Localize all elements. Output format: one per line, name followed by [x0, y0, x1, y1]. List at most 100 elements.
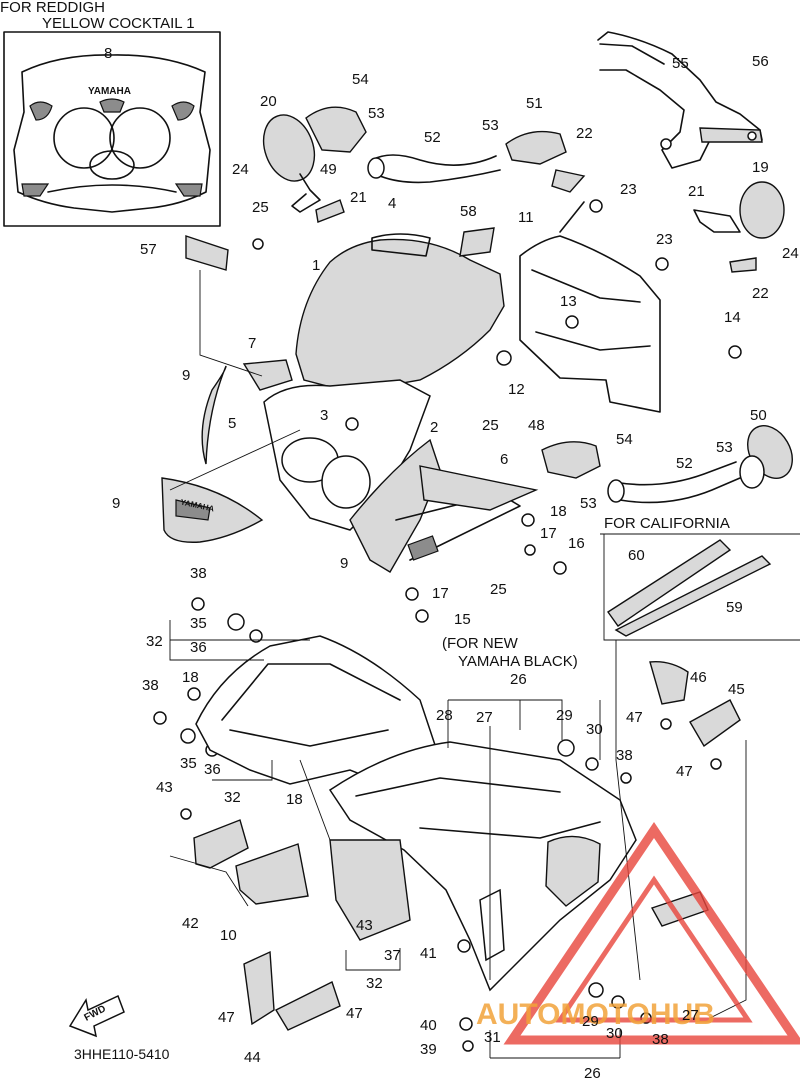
side-cover-pieces	[161, 359, 539, 543]
part-number-label: 13	[560, 293, 577, 310]
fasteners	[153, 199, 742, 1052]
part-number-label: 16	[568, 535, 585, 552]
part-number-label: 53	[716, 439, 733, 456]
note-reddigh-title: FOR REDDIGH	[0, 0, 105, 16]
part-number-label: 1	[312, 257, 321, 274]
part-number-label: 43	[356, 917, 373, 934]
part-number-label: 29	[556, 707, 573, 724]
part-number-label: 17	[432, 585, 449, 602]
part-number-label: 48	[528, 417, 545, 434]
upper-cowling	[263, 233, 521, 573]
lower-brackets	[193, 661, 741, 1031]
part-number-label: 47	[218, 1009, 235, 1026]
part-number-label: 18	[550, 503, 567, 520]
part-number-label: 37	[384, 947, 401, 964]
part-number-label: 32	[366, 975, 383, 992]
part-number-label: 9	[340, 555, 349, 572]
note-reddigh-color: YELLOW COCKTAIL 1	[42, 15, 195, 32]
part-number-label: 35	[190, 615, 207, 632]
fwd-arrow-icon	[68, 994, 125, 1038]
part-number-label: 53	[368, 105, 385, 122]
part-number-label: 56	[752, 53, 769, 70]
part-number-label: 43	[156, 779, 173, 796]
part-number-label: 40	[420, 1017, 437, 1034]
part-number-label: 26	[584, 1065, 601, 1082]
part-number-label: 35	[180, 755, 197, 772]
part-number-label: 44	[244, 1049, 261, 1066]
note-new-black-2: YAMAHA BLACK)	[458, 653, 578, 670]
part-number-label: 59	[726, 599, 743, 616]
part-number-label: 18	[286, 791, 303, 808]
part-number-label: 24	[782, 245, 799, 262]
note-new-black-1: (FOR NEW	[442, 635, 518, 652]
part-number-label: 21	[688, 183, 705, 200]
part-number-label: 38	[142, 677, 159, 694]
part-number-label: 14	[724, 309, 741, 326]
part-number-label: 9	[182, 367, 191, 384]
part-number-label: 7	[248, 335, 257, 352]
part-number-label: 27	[476, 709, 493, 726]
part-number-label: 21	[350, 189, 367, 206]
part-number-label: 41	[420, 945, 437, 962]
part-number-label: 38	[190, 565, 207, 582]
part-number-label: 53	[482, 117, 499, 134]
part-number-label: 8	[104, 45, 113, 62]
part-number-label: 10	[220, 927, 237, 944]
part-number-label: 15	[454, 611, 471, 628]
right-mirror	[693, 181, 785, 239]
part-number-label: 50	[750, 407, 767, 424]
part-number-label: 4	[388, 195, 397, 212]
part-number-label: 60	[628, 547, 645, 564]
part-number-label: 54	[616, 431, 633, 448]
part-number-label: 51	[526, 95, 543, 112]
part-number-label: 39	[420, 1041, 437, 1058]
part-number-label: 22	[752, 285, 769, 302]
part-number-label: 17	[540, 525, 557, 542]
brackets-small	[185, 169, 757, 273]
fairing-frame	[519, 201, 661, 413]
part-number-label: 5	[228, 415, 237, 432]
part-number-label: 36	[190, 639, 207, 656]
part-number-label: 57	[140, 241, 157, 258]
watermark-text: AUTOMOTOHUB	[476, 998, 715, 1031]
part-number-label: 30	[606, 1025, 623, 1042]
part-number-label: 3	[320, 407, 329, 424]
part-number-label: 30	[586, 721, 603, 738]
part-number-label: 38	[652, 1031, 669, 1048]
part-number-label: 31	[484, 1029, 501, 1046]
reference-lines	[169, 270, 747, 1059]
part-number-label: 55	[672, 55, 689, 72]
lower-cowling	[195, 635, 637, 992]
part-number-label: 45	[728, 681, 745, 698]
part-number-label: 20	[260, 93, 277, 110]
inset-logo: YAMAHA	[88, 86, 131, 97]
part-number-label: 32	[146, 633, 163, 650]
part-number-label: 58	[460, 203, 477, 220]
watermark-logo	[503, 821, 800, 1045]
left-mirror	[262, 114, 321, 213]
part-number-label: 47	[346, 1005, 363, 1022]
part-number-label: 47	[626, 709, 643, 726]
part-number-label: 22	[576, 125, 593, 142]
part-number-label: 53	[580, 495, 597, 512]
part-number-label: 19	[752, 159, 769, 176]
part-number-label: 46	[690, 669, 707, 686]
part-number-label: 25	[490, 581, 507, 598]
part-number-label: 29	[582, 1013, 599, 1030]
part-number-label: 42	[182, 915, 199, 932]
part-number-label: 27	[682, 1007, 699, 1024]
part-number-label: 23	[656, 231, 673, 248]
part-number-label: 6	[500, 451, 509, 468]
note-california: FOR CALIFORNIA	[604, 515, 730, 532]
part-number-label: 18	[182, 669, 199, 686]
part-number-label: 24	[232, 161, 249, 178]
california-parts	[600, 533, 800, 641]
part-number-label: 2	[430, 419, 439, 436]
part-number-label: 38	[616, 747, 633, 764]
air-ducts	[305, 106, 793, 504]
part-number-label: 11	[518, 209, 534, 226]
part-number-label: 28	[436, 707, 453, 724]
part-number-label: 36	[204, 761, 221, 778]
part-number-label: 23	[620, 181, 637, 198]
